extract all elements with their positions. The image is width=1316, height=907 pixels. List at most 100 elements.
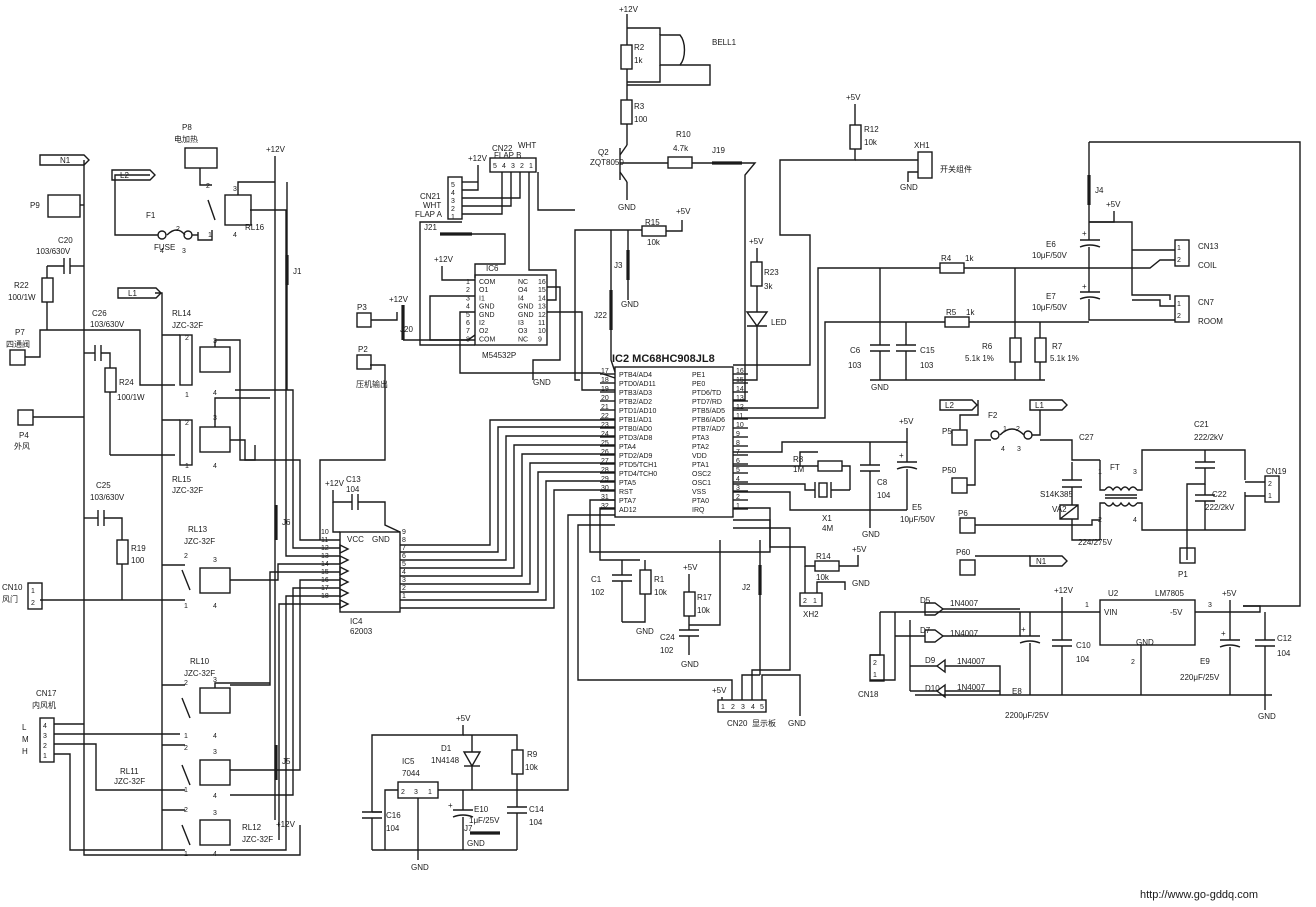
ic6-pin-name: GND — [479, 304, 495, 311]
svg-text:3: 3 — [213, 810, 217, 817]
ic2-pin-name: PTD6/TD — [692, 390, 721, 397]
svg-text:1: 1 — [813, 598, 817, 605]
e9-value: 220μF/25V — [1180, 673, 1220, 682]
c22-value: 222/2kV — [1205, 503, 1235, 512]
ic2-pin-number: 22 — [601, 413, 609, 420]
R5-symbol — [944, 316, 970, 328]
r4-label: R4 — [941, 254, 952, 263]
n1-tag — [1029, 555, 1068, 567]
svg-text:4: 4 — [213, 793, 217, 800]
svg-text:4: 4 — [160, 248, 164, 255]
cn19-label: CN19 — [1266, 467, 1287, 476]
p9-label: P9 — [30, 201, 40, 210]
r23-label: R23 — [764, 268, 779, 277]
rl16-coil — [224, 194, 252, 226]
r15-value: 10k — [647, 238, 661, 247]
ic2-pin-name: RST — [619, 489, 634, 496]
p9-terminal — [47, 194, 81, 218]
d10-part: 1N4007 — [957, 683, 986, 692]
j2-label: J2 — [742, 583, 751, 592]
ic2-pin-number: 31 — [601, 494, 609, 501]
c22-label: C22 — [1212, 490, 1227, 499]
svg-text:2: 2 — [1177, 257, 1181, 264]
cn17-h: H — [22, 747, 28, 756]
r3-value: 100 — [634, 115, 648, 124]
ic2-pin-number: 32 — [601, 503, 609, 510]
rail-label: +5V — [899, 417, 914, 426]
p7-label: P7 — [15, 328, 25, 337]
ic2-pin-name: IRQ — [692, 507, 705, 514]
svg-text:2: 2 — [31, 600, 35, 607]
svg-text:2: 2 — [184, 807, 188, 814]
d9-label: D9 — [925, 656, 936, 665]
c24-label: C24 — [660, 633, 675, 642]
svg-text:4: 4 — [43, 723, 47, 730]
p6-label: P6 — [958, 509, 968, 518]
ic6-pin-number: 5 — [466, 312, 470, 319]
ic2-pin-name: PTA1 — [692, 462, 709, 469]
e7-value: 10μF/50V — [1032, 303, 1068, 312]
ic4-vcc: VCC — [347, 535, 364, 544]
p50-label: P50 — [942, 466, 957, 475]
svg-text:4: 4 — [751, 704, 755, 711]
gnd-label: GND — [681, 660, 699, 669]
ic2-pin-name: PTA7 — [619, 498, 636, 505]
plus-sign: + — [1221, 629, 1226, 638]
r1-label: R1 — [654, 575, 665, 584]
r7-value: 5.1k 1% — [1050, 354, 1079, 363]
ic2-pin-name: AD12 — [619, 507, 637, 514]
r22-label: R22 — [14, 281, 29, 290]
ic2-pin-name: VDD — [692, 453, 707, 460]
ic2-pin-number: 4 — [736, 476, 740, 483]
l2-label: L2 — [945, 401, 954, 410]
u2-part: LM7805 — [1155, 589, 1184, 598]
p8-terminal — [184, 147, 218, 169]
R2-symbol — [620, 44, 633, 70]
c15-label: C15 — [920, 346, 935, 355]
e6-value: 10μF/50V — [1032, 251, 1068, 260]
ic2-pin-number: 21 — [601, 404, 609, 411]
cn18-connector — [869, 654, 885, 682]
ft-label: FT — [1110, 463, 1120, 472]
svg-text:1: 1 — [184, 603, 188, 610]
svg-text:1: 1 — [1003, 426, 1007, 433]
r4-value: 1k — [965, 254, 974, 263]
svg-text:2: 2 — [184, 745, 188, 752]
rail-label: +12V — [468, 154, 488, 163]
ic2-pin-number: 13 — [736, 395, 744, 402]
svg-text:2: 2 — [1177, 313, 1181, 320]
gnd-label: GND — [533, 378, 551, 387]
R17-symbol — [683, 591, 696, 617]
r10-value: 4.7k — [673, 144, 689, 153]
svg-text:4: 4 — [502, 163, 506, 170]
c20-value: 103/630V — [36, 247, 71, 256]
c25-value: 103/630V — [90, 493, 125, 502]
c6-label: C6 — [850, 346, 861, 355]
svg-text:3: 3 — [1208, 602, 1212, 609]
svg-text:2: 2 — [401, 789, 405, 796]
e10-label: E10 — [474, 805, 489, 814]
gnd-label: GND — [788, 719, 806, 728]
R3-symbol — [620, 99, 633, 125]
j5-label: J5 — [282, 757, 291, 766]
ic2-pin-number: 11 — [736, 413, 743, 420]
c8-label: C8 — [877, 478, 888, 487]
coil-label: COIL — [1198, 261, 1217, 270]
ic2-pin-name: VSS — [692, 489, 706, 496]
gnd-label: GND — [871, 383, 889, 392]
e5-value: 10μF/50V — [900, 515, 936, 524]
ic5-part: 7044 — [402, 769, 420, 778]
ic2-pin-number: 18 — [601, 377, 609, 384]
ic2-pin-number: 8 — [736, 440, 740, 447]
n1a-tag — [39, 154, 90, 166]
cn21-wht: WHT — [423, 201, 441, 210]
ic2-pin-name: PTD3/AD8 — [619, 435, 653, 442]
c8-value: 104 — [877, 491, 891, 500]
gnd-label: GND — [411, 863, 429, 872]
ic6-pin-name: I3 — [518, 320, 524, 327]
cn10-label: CN10 — [2, 583, 23, 592]
ic2-pin-name: PTA5 — [619, 480, 636, 487]
ic6-pin-name: O4 — [518, 287, 527, 294]
